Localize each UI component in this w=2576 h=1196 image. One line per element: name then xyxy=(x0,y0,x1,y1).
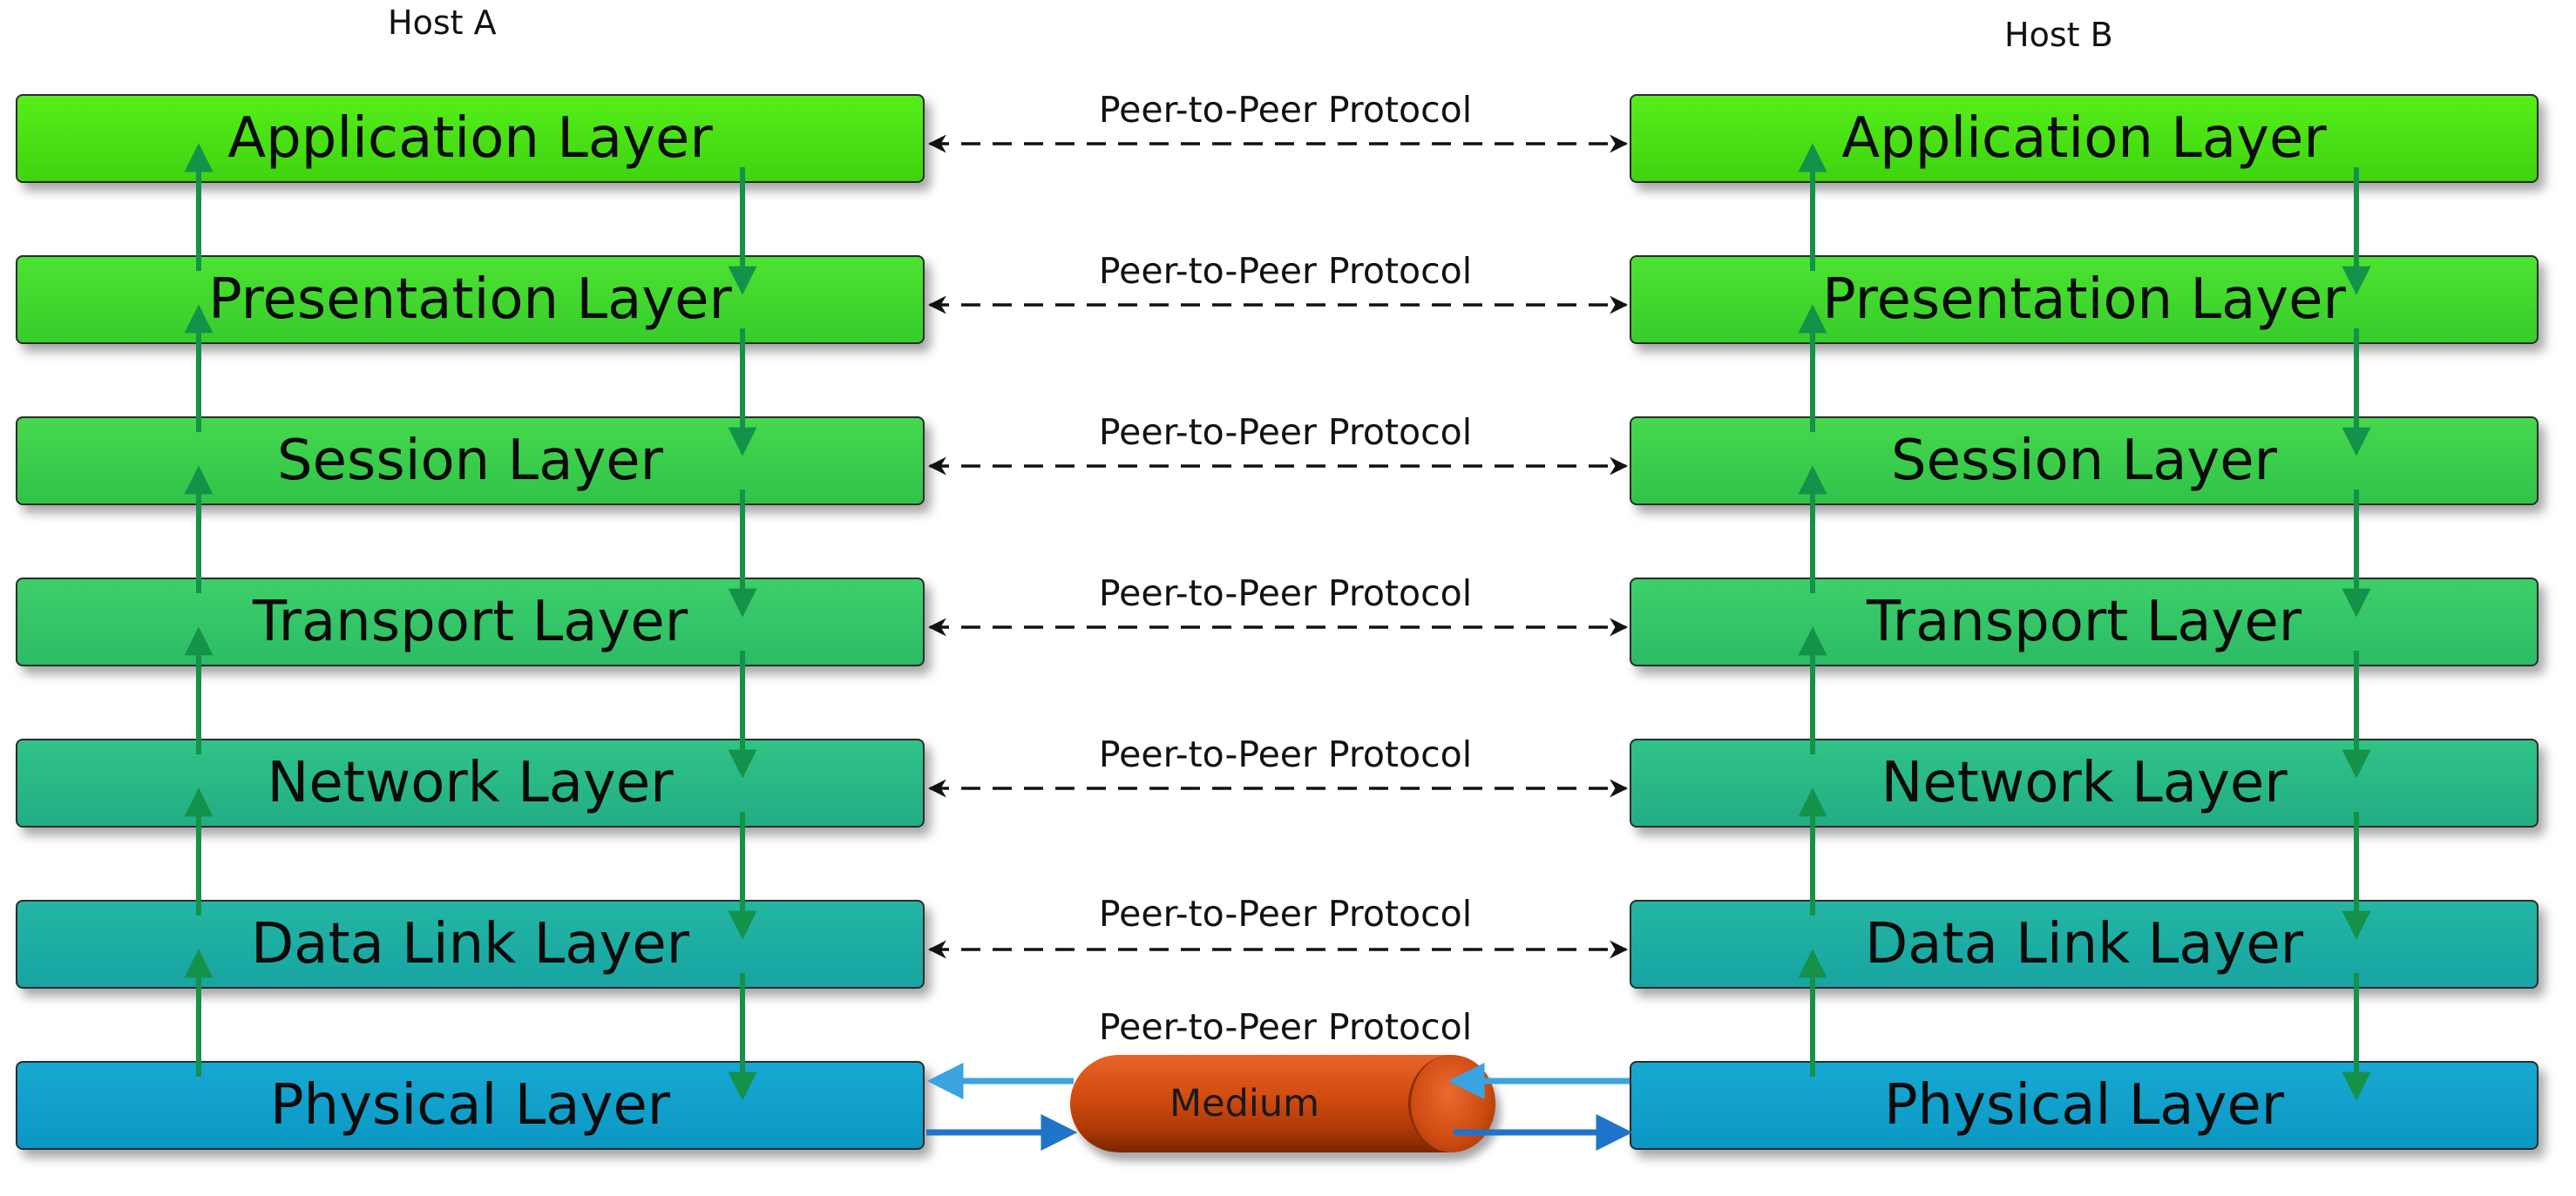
peer-protocol-label-data-link: Peer-to-Peer Protocol xyxy=(1098,893,1473,935)
host-a-presentation-layer: Presentation Layer xyxy=(16,255,925,344)
host-b-data-link-layer: Data Link Layer xyxy=(1630,900,2539,989)
host-a-data-link-layer: Data Link Layer xyxy=(16,900,925,989)
host-a-session-layer: Session Layer xyxy=(16,416,925,505)
host-a-network-layer: Network Layer xyxy=(16,739,925,828)
medium-label: Medium xyxy=(1169,1082,1319,1125)
peer-protocol-label-application: Peer-to-Peer Protocol xyxy=(1098,89,1473,131)
host-b-network-layer: Network Layer xyxy=(1630,739,2539,828)
host-b-label: Host B xyxy=(2004,16,2113,54)
peer-protocol-label-session: Peer-to-Peer Protocol xyxy=(1098,411,1473,453)
medium-cylinder: Medium xyxy=(1070,1055,1495,1152)
host-b-session-layer: Session Layer xyxy=(1630,416,2539,505)
host-b-application-layer: Application Layer xyxy=(1630,94,2539,183)
peer-protocol-label-network: Peer-to-Peer Protocol xyxy=(1098,733,1473,775)
peer-protocol-label-transport: Peer-to-Peer Protocol xyxy=(1098,572,1473,614)
host-a-application-layer: Application Layer xyxy=(16,94,925,183)
medium-cylinder-end xyxy=(1408,1055,1495,1152)
host-b-physical-layer: Physical Layer xyxy=(1630,1061,2539,1150)
peer-protocol-label-presentation: Peer-to-Peer Protocol xyxy=(1098,250,1473,292)
peer-protocol-label-physical: Peer-to-Peer Protocol xyxy=(1098,1006,1473,1048)
host-b-presentation-layer: Presentation Layer xyxy=(1630,255,2539,344)
host-b-transport-layer: Transport Layer xyxy=(1630,578,2539,666)
host-a-label: Host A xyxy=(388,3,497,42)
host-a-transport-layer: Transport Layer xyxy=(16,578,925,666)
host-a-physical-layer: Physical Layer xyxy=(16,1061,925,1150)
